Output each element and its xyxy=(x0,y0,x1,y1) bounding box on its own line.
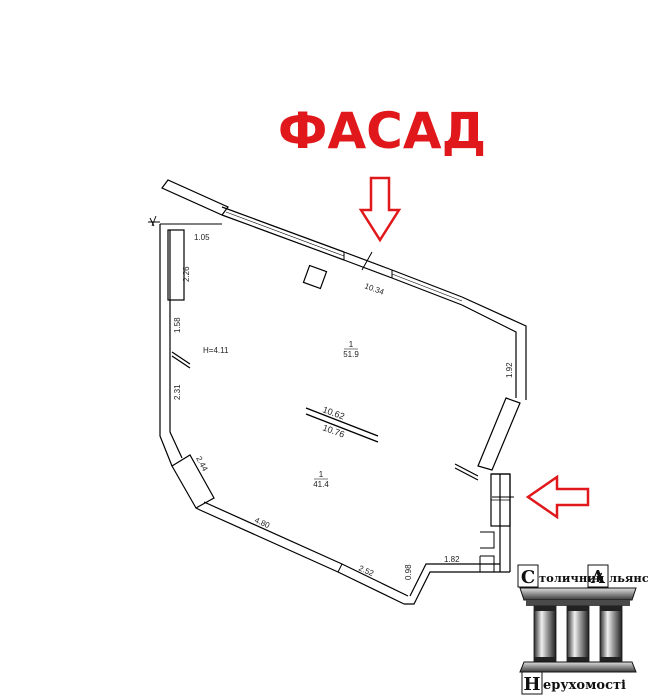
facade-top-arrow-icon xyxy=(358,176,402,243)
dim-top-facade: 10.34 xyxy=(363,281,385,296)
room-area: 51.9 xyxy=(343,350,359,359)
logo-cap-3: Н xyxy=(523,674,540,695)
dim-small-h: 1.82 xyxy=(444,555,460,564)
dim-small-v: 0.98 xyxy=(404,564,413,580)
logo-cap-2: А xyxy=(591,567,606,588)
dim-left-lower: 2.31 xyxy=(173,384,182,400)
agency-logo: С толичний А льянс Н ерухомості xyxy=(517,564,648,695)
facade-label: ФАСАД xyxy=(278,102,486,160)
dim-angled-left: 2.44 xyxy=(194,455,210,473)
dim-left-upper: 2.26 xyxy=(182,266,191,282)
room-label-upper: 1 51.9 xyxy=(343,340,359,359)
room-number: 1 xyxy=(349,340,354,349)
logo-cap-1: С xyxy=(521,567,535,588)
walls xyxy=(148,179,527,605)
logo-word-3: ерухомості xyxy=(543,678,626,693)
dim-right-upper: 1.92 xyxy=(505,362,514,378)
logo-word-2: льянс xyxy=(609,571,648,585)
dim-left-mid: 1.58 xyxy=(173,317,182,333)
room-label-lower: 1 41.4 xyxy=(313,470,329,489)
room-area: 41.4 xyxy=(313,480,329,489)
dim-height: H=4.11 xyxy=(203,346,229,355)
dim-diag-lower: 10.76 xyxy=(321,422,346,439)
room-number: 1 xyxy=(319,470,324,479)
dim-top-left: 1.05 xyxy=(194,233,210,242)
logo-word-1: толичний xyxy=(539,571,605,585)
facade-side-arrow-icon xyxy=(525,474,590,520)
